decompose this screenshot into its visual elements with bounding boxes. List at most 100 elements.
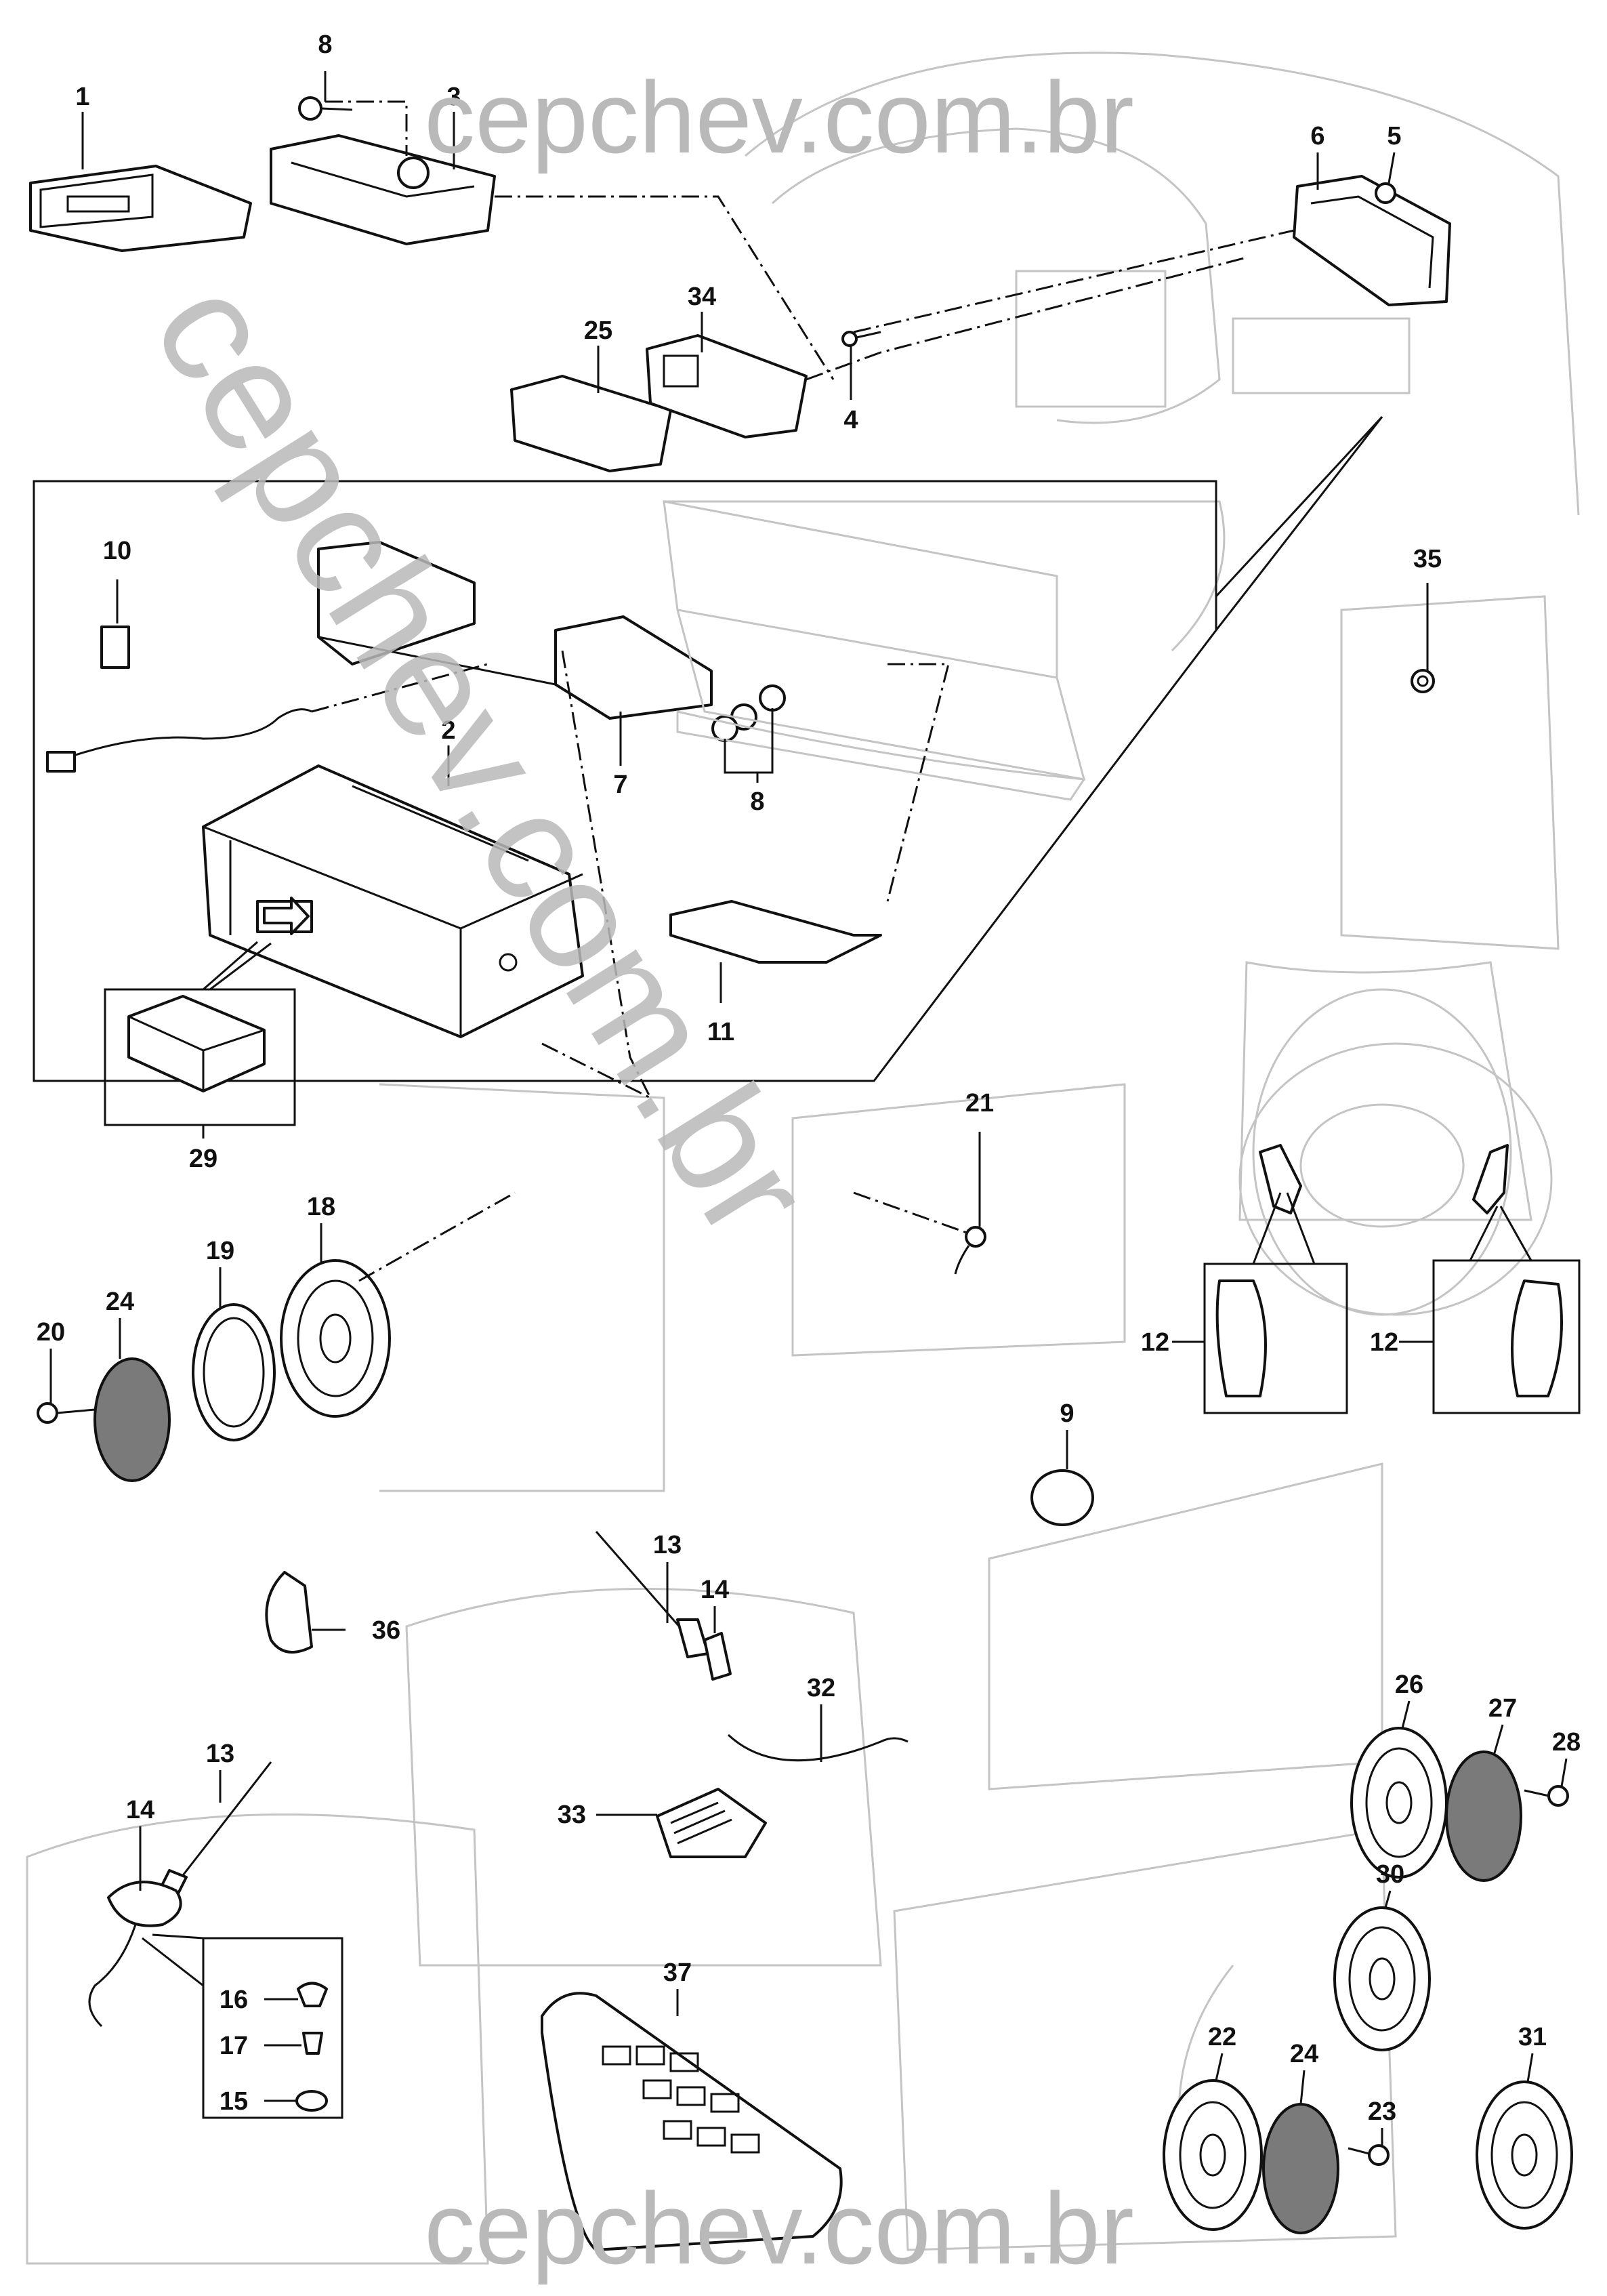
- speaker-assembly-line: [358, 1191, 516, 1282]
- screws-8: [711, 684, 786, 742]
- speaker-26: [1350, 1727, 1448, 1879]
- strap-36: [265, 1571, 313, 1654]
- callout-13-lower: 13: [206, 1740, 234, 1768]
- callout-10: 10: [103, 537, 131, 565]
- callout-26: 26: [1395, 1670, 1423, 1699]
- callout-9: 9: [1060, 1399, 1074, 1428]
- clip-35: [1411, 669, 1435, 693]
- switch-right-detail: [1511, 1279, 1563, 1397]
- callout-30: 30: [1376, 1860, 1404, 1889]
- callout-11: 11: [707, 1018, 734, 1046]
- callout-12-left: 12: [1141, 1328, 1169, 1357]
- assembly-line-1: [495, 195, 835, 380]
- callout-14-upper: 14: [701, 1576, 729, 1604]
- screw-23: [1348, 2144, 1390, 2166]
- grille-27: [1445, 1750, 1522, 1882]
- grille-24-front: [93, 1357, 171, 1482]
- callout-8-top: 8: [318, 30, 332, 59]
- inset-pointer-line-1: [1215, 416, 1383, 631]
- callout-24-rear: 24: [1290, 2040, 1318, 2068]
- callout-12-right: 12: [1370, 1328, 1398, 1357]
- antenna-cable-32: [727, 1734, 909, 1762]
- trim-plate-34: [646, 334, 808, 438]
- callout-29: 29: [189, 1145, 217, 1173]
- wire-harness: [54, 708, 312, 764]
- cap-9: [1030, 1469, 1094, 1526]
- part-29-frame: [104, 988, 296, 1126]
- trim-plate-34-window: [663, 354, 699, 388]
- antenna-amp-33-ribs: [670, 1801, 732, 1845]
- background-vehicle-outlines: [26, 52, 1580, 2265]
- antenna-base-upper: [703, 1632, 732, 1681]
- speaker-18: [280, 1259, 391, 1418]
- label-tag-10: [100, 626, 130, 669]
- watermark-bottom: cepchev.com.br: [424, 2171, 1134, 2285]
- assembly-line-2: [853, 229, 1295, 333]
- switch-right-box: [1432, 1259, 1581, 1414]
- callout-28: 28: [1552, 1728, 1581, 1757]
- nut-5: [1375, 182, 1396, 204]
- fastener-16: [297, 1982, 328, 2007]
- callout-4: 4: [843, 406, 858, 434]
- manual-pouch-11: [669, 900, 882, 964]
- inset-assembly-line-2: [886, 663, 950, 902]
- callout-24-front: 24: [106, 1288, 134, 1316]
- steering-wheel: [1238, 1042, 1553, 1316]
- cd-bracket: [317, 541, 713, 720]
- callout-16: 16: [220, 1986, 248, 2014]
- trim-plate-25: [510, 375, 672, 472]
- antenna-mast-lower: [158, 1761, 272, 1899]
- radio-unit: [29, 165, 252, 252]
- switch-left-detail: [1215, 1279, 1267, 1397]
- inset-pointer-line-2: [1215, 415, 1383, 598]
- callout-31: 31: [1518, 2023, 1547, 2051]
- cd-magazine: [127, 995, 266, 1092]
- callout-17: 17: [220, 2032, 248, 2060]
- assembly-line-4: [325, 100, 408, 156]
- remote-37: [541, 1992, 843, 2251]
- antenna-amp-33: [656, 1788, 767, 1858]
- callout-18: 18: [307, 1193, 335, 1221]
- callout-34: 34: [688, 283, 716, 311]
- callout-2: 2: [441, 716, 455, 745]
- callout-leaders: [49, 71, 1568, 2146]
- clip-21: [954, 1226, 986, 1275]
- callout-27: 27: [1488, 1694, 1517, 1723]
- switch-left: [1259, 1144, 1302, 1214]
- callout-13-upper: 13: [653, 1531, 682, 1559]
- callout-22: 22: [1208, 2023, 1236, 2051]
- antenna-base-lower: [107, 1881, 182, 1927]
- harness-connector: [46, 751, 76, 773]
- screw-20: [37, 1402, 96, 1424]
- fastener-17: [302, 2032, 323, 2055]
- screw-4: [841, 331, 881, 347]
- speaker-31: [1476, 2080, 1573, 2230]
- switch-left-box: [1203, 1263, 1348, 1414]
- screw-top: [298, 96, 353, 121]
- callout-5: 5: [1387, 122, 1401, 150]
- antenna-mast-upper: [595, 1531, 709, 1658]
- inset-frame: [33, 480, 1217, 1082]
- radio-cage: [270, 134, 496, 245]
- callout-25: 25: [584, 316, 612, 345]
- speaker-30: [1333, 1906, 1431, 2051]
- dash-bracket: [1293, 175, 1451, 306]
- antenna-lower-cable: [88, 1924, 137, 2028]
- cd-changer: [202, 764, 584, 1038]
- callout-37: 37: [663, 1959, 692, 1987]
- callout-36: 36: [372, 1616, 400, 1645]
- callout-8-inset: 8: [750, 787, 764, 816]
- fastener-box-pointer: [142, 1933, 204, 1987]
- switch-left-pointer: [1252, 1192, 1316, 1265]
- clip-assembly-line: [853, 1191, 969, 1235]
- callout-15: 15: [220, 2087, 248, 2116]
- callout-35: 35: [1413, 545, 1442, 573]
- fastener-box: [202, 1937, 343, 2119]
- callout-labels: 1 8 3 6 5 34 25 4 10 2 7 8 11 29 35 21 1…: [37, 30, 1581, 2126]
- callout-14-lower: 14: [126, 1796, 154, 1824]
- fastener-15: [295, 2090, 328, 2112]
- switch-right-pointer: [1469, 1206, 1532, 1261]
- glove-box: [663, 500, 1086, 801]
- callout-1: 1: [75, 83, 89, 111]
